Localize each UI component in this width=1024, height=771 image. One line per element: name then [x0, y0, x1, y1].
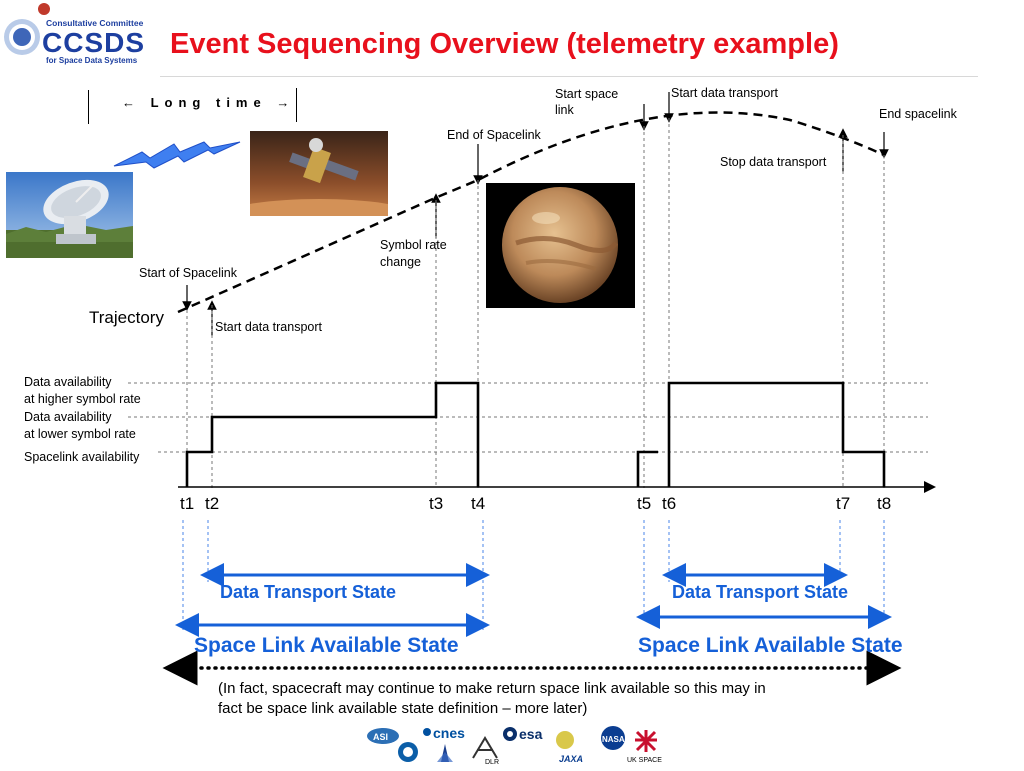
level-spacelink-label: Spacelink availability: [24, 450, 140, 464]
ground-antenna-image: [6, 172, 133, 258]
spacecraft-picture: [250, 131, 388, 216]
tick-t7: t7: [836, 494, 851, 513]
long-time-right-bar: [296, 88, 297, 122]
label-start-data-transport-2: Start data transport: [671, 86, 779, 100]
level-higher-label-1: Data availability: [24, 375, 112, 389]
page-title: Event Sequencing Overview (telemetry exa…: [170, 28, 839, 60]
label-symbol-rate-1: Symbol rate: [380, 238, 447, 252]
tick-t6: t6: [662, 494, 677, 513]
asi-logo: ASI: [367, 728, 399, 744]
spacecraft-image: [250, 131, 388, 216]
title-divider: [160, 76, 978, 77]
mars-picture: [502, 187, 619, 303]
svg-text:DLR: DLR: [485, 759, 499, 766]
logo-word: CCSDS: [42, 27, 145, 58]
svg-text:UK SPACE: UK SPACE: [627, 757, 662, 764]
lightning-icon: [113, 141, 241, 169]
ccsds-logo-graphic: Consultative Committee CCSDS for Space D…: [4, 3, 145, 65]
event-lines: [186, 118, 885, 488]
label-start-space-link-1: Start space: [555, 87, 619, 101]
jaxa-logo: JAXA: [556, 731, 583, 764]
svg-text:JAXA: JAXA: [559, 754, 583, 764]
footnote-line-1: (In fact, spacecraft may continue to mak…: [218, 680, 766, 697]
label-start-space-link-2: link: [555, 103, 574, 117]
tick-t8: t8: [877, 494, 892, 513]
long-time-left-bar: [88, 90, 89, 124]
tick-t2: t2: [205, 494, 220, 513]
label-stop-data-transport: Stop data transport: [720, 155, 827, 169]
level-lower-label-2: at lower symbol rate: [24, 427, 136, 441]
data-transport-state-label-1: Data Transport State: [220, 582, 397, 602]
mars-image: [486, 183, 635, 308]
label-start-data-transport-1: Start data transport: [215, 320, 323, 334]
label-end-spacelink: End spacelink: [879, 107, 957, 121]
availability-signal-3: [667, 381, 886, 487]
tick-t4: t4: [471, 494, 486, 513]
label-symbol-rate-2: change: [380, 255, 422, 269]
uk-space-logo: UK SPACE: [627, 730, 662, 764]
nasa-logo: NASA: [601, 726, 625, 750]
tick-t1: t1: [180, 494, 195, 513]
data-transport-state-label-2: Data Transport State: [672, 582, 849, 602]
space-link-state-label-1: Space Link Available State: [194, 634, 459, 657]
label-start-of-spacelink: Start of Spacelink: [139, 266, 237, 280]
level-higher-label-2: at higher symbol rate: [24, 392, 141, 406]
dlr-logo: DLR: [472, 736, 499, 766]
antenna-picture: [6, 172, 133, 258]
trajectory-label: Trajectory: [89, 308, 164, 327]
svg-text:esa: esa: [519, 726, 543, 742]
svg-text:NASA: NASA: [602, 735, 625, 744]
availability-signal-1: [185, 381, 480, 487]
cnes-logo: cnes: [423, 725, 465, 762]
label-end-of-spacelink: End of Spacelink: [447, 128, 541, 142]
level-lower-label-1: Data availability: [24, 410, 112, 424]
tick-t3: t3: [429, 494, 444, 513]
svg-text:ASI: ASI: [373, 732, 388, 742]
agency-logos: ASI cnes DLR esa JAXA NASA: [365, 722, 665, 766]
svg-text:cnes: cnes: [433, 725, 465, 741]
agency-logos-graphic: ASI cnes DLR esa JAXA NASA: [367, 725, 662, 766]
footnote-line-2: fact be space link available state defin…: [218, 700, 588, 717]
esa-logo: esa: [503, 726, 543, 742]
logo-line1: Consultative Committee: [46, 18, 144, 28]
inpe-logo: [398, 742, 418, 762]
long-time-label: ← Long time →: [122, 95, 296, 110]
availability-signal-2: [636, 450, 658, 487]
logo-line2: for Space Data Systems: [46, 56, 138, 65]
space-link-state-label-2: Space Link Available State: [638, 634, 903, 657]
radio-link-lightning: [112, 138, 242, 174]
ccsds-logo: Consultative Committee CCSDS for Space D…: [0, 0, 150, 70]
tick-t5: t5: [637, 494, 652, 513]
